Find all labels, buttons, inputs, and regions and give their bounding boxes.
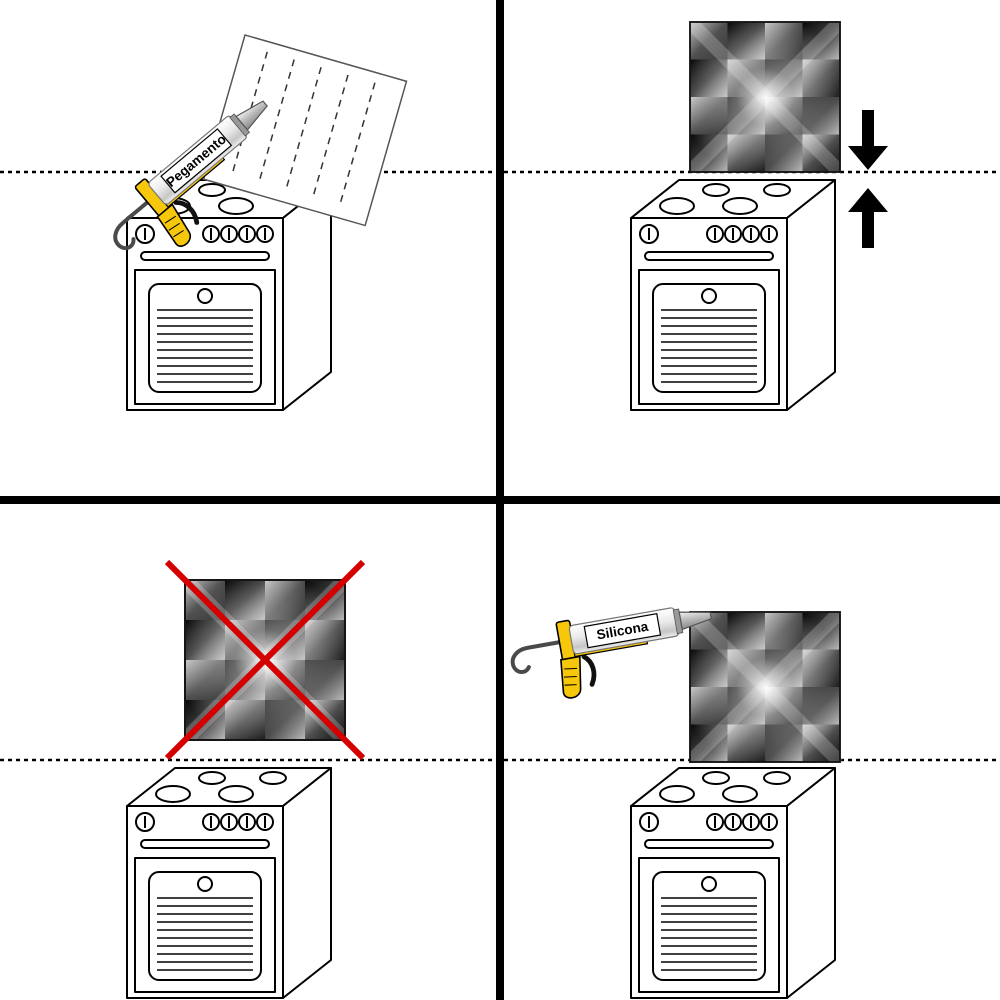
- caulk-gun-icon: Silicona: [507, 596, 721, 707]
- metal-panel-icon: [690, 612, 840, 762]
- stove-icon: [630, 179, 836, 411]
- step-1-canvas: Pegamento: [0, 34, 496, 411]
- step-3-canvas: [0, 559, 496, 999]
- metal-panel-icon: [690, 22, 840, 172]
- red-cross-icon: [164, 559, 366, 761]
- arrow-down-icon: [848, 110, 888, 170]
- press-arrows-icon: [848, 110, 888, 248]
- arrow-up-icon: [848, 188, 888, 248]
- step-1-apply-glue: Pegamento: [0, 0, 496, 496]
- step-3-forbidden: [0, 504, 496, 1000]
- step-2-canvas: [504, 0, 1000, 411]
- step-4-apply-silicone: Silicona: [504, 504, 1000, 1000]
- step-2-press-panel: [504, 0, 1000, 496]
- stove-icon: [126, 767, 332, 999]
- red-cross-stroke: [164, 559, 366, 761]
- glue-card-icon: [202, 34, 408, 227]
- step-4-canvas: Silicona: [504, 504, 1000, 999]
- stove-icon: [630, 767, 836, 999]
